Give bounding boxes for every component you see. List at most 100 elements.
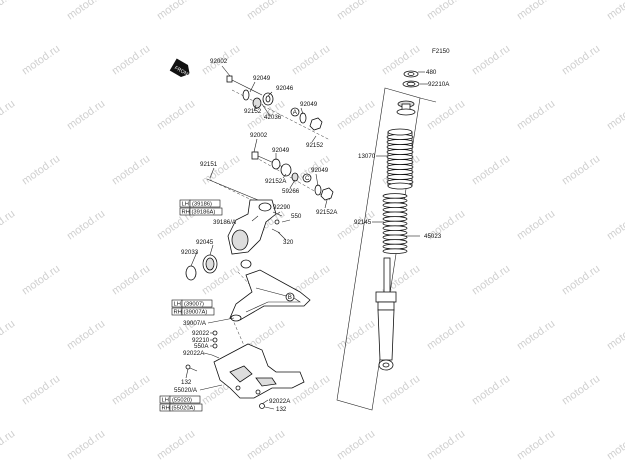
watermark-text: motod.ru xyxy=(0,428,17,463)
svg-text:LH: LH xyxy=(174,302,181,308)
watermark-text: motod.ru xyxy=(65,318,107,353)
watermark-text: motod.ru xyxy=(65,208,107,243)
watermark-text: motod.ru xyxy=(65,98,107,133)
watermark-text: motod.ru xyxy=(605,0,625,22)
shock-body-45023 xyxy=(375,257,397,371)
boot-rib xyxy=(386,174,414,180)
bushing-92046 xyxy=(262,92,274,106)
callout-c: C xyxy=(302,173,312,183)
label-39186A: 39186/A xyxy=(213,219,237,226)
boot-rib xyxy=(386,169,414,175)
shock-upper-mount xyxy=(396,100,416,116)
label-132-a: 132 xyxy=(181,379,192,386)
watermark-text: motod.ru xyxy=(425,428,467,463)
arm-hardware xyxy=(211,330,220,359)
bearing-92045 xyxy=(202,254,218,274)
label-92002-mid: 92002 xyxy=(250,132,268,139)
label-92152A-a: 92152A xyxy=(265,178,287,185)
spring-coil xyxy=(382,193,408,199)
label-45023: 45023 xyxy=(424,233,442,240)
svg-text:(39007A): (39007A) xyxy=(184,310,208,316)
shock-frame xyxy=(336,87,437,411)
watermark-text: motod.ru xyxy=(0,0,17,22)
spring-coil xyxy=(382,225,408,232)
svg-text:(39186): (39186) xyxy=(192,202,212,208)
watermark-text: motod.ru xyxy=(110,153,152,188)
watermark-text: motod.ru xyxy=(335,428,377,463)
label-39007A: 39007/A xyxy=(183,320,207,327)
watermark-text: motod.ru xyxy=(0,208,17,243)
ring-92033 xyxy=(185,265,197,281)
label-92152-a: 92152 xyxy=(244,108,262,115)
coil-spring-92145 xyxy=(382,193,408,255)
label-92045: 92045 xyxy=(196,239,214,246)
svg-text:RH: RH xyxy=(162,406,170,412)
bolt-92151 xyxy=(206,178,259,201)
svg-text:B: B xyxy=(288,294,292,301)
skid-plate xyxy=(213,343,305,399)
watermark-text: motod.ru xyxy=(515,0,557,22)
label-92022: 92022 xyxy=(192,330,210,337)
watermark-text: motod.ru xyxy=(245,428,287,463)
label-92022A-b: 92022A xyxy=(269,398,291,405)
watermark-text: motod.ru xyxy=(200,153,242,188)
watermark-text: motod.ru xyxy=(110,263,152,298)
label-92049-d: 92049 xyxy=(311,167,329,174)
label-92151: 92151 xyxy=(200,161,218,168)
boot-rib xyxy=(386,159,414,165)
watermark-text: motod.ru xyxy=(290,43,332,78)
svg-text:C: C xyxy=(305,175,310,182)
watermark-text: motod.ru xyxy=(65,0,107,22)
bolt-132-b xyxy=(259,403,265,409)
watermark-text: motod.ru xyxy=(20,43,62,78)
watermark-text: motod.ru xyxy=(425,98,467,133)
svg-text:(39186A): (39186A) xyxy=(192,210,216,216)
watermark-text: motod.ru xyxy=(470,153,512,188)
watermark-text: motod.ru xyxy=(605,428,625,463)
label-13070: 13070 xyxy=(358,153,376,160)
label-92033: 92033 xyxy=(181,249,199,256)
leader-lines-shock xyxy=(372,155,420,237)
svg-text:LH: LH xyxy=(182,202,189,208)
watermark-text: motod.ru xyxy=(515,98,557,133)
boot-rib xyxy=(386,144,414,150)
watermark-text: motod.ru xyxy=(560,263,602,298)
watermark-text: motod.ru xyxy=(335,0,377,22)
watermark-text: motod.ru xyxy=(110,43,152,78)
spring-coil xyxy=(382,202,408,209)
watermark-text: motod.ru xyxy=(20,263,62,298)
boot-rib xyxy=(386,164,414,170)
washer-92049-upper xyxy=(242,89,307,124)
spring-coil xyxy=(382,220,408,227)
box-guard: LH (55020) RH (55020A) xyxy=(159,395,203,412)
svg-text:A: A xyxy=(293,109,298,116)
svg-text:RH: RH xyxy=(182,210,190,216)
watermark-text: motod.ru xyxy=(470,43,512,78)
svg-text:(39007): (39007) xyxy=(184,302,204,308)
svg-text:(55020A): (55020A) xyxy=(172,406,196,412)
watermark-text: motod.ru xyxy=(155,98,197,133)
watermark-text: motod.ru xyxy=(515,428,557,463)
nut-92152-upper xyxy=(309,117,323,131)
watermark-text: motod.ru xyxy=(0,318,17,353)
watermark-text: motod.ru xyxy=(245,0,287,22)
watermark-text: motod.ru xyxy=(20,373,62,408)
label-92152A-b: 92152A xyxy=(316,209,338,216)
spring-coil xyxy=(382,197,408,204)
label-480: 480 xyxy=(426,69,437,76)
boot-rib xyxy=(386,149,414,155)
box-knuckle: LH (39186) RH (39186A) xyxy=(179,199,223,216)
spring-coil xyxy=(382,234,408,241)
label-92290: 92290 xyxy=(273,204,291,211)
watermark-text: motod.ru xyxy=(560,373,602,408)
watermark-text: motod.ru xyxy=(470,263,512,298)
callout-a: A xyxy=(290,107,300,117)
nut-92152A xyxy=(320,187,334,201)
svg-text:LH: LH xyxy=(162,398,169,404)
shock-top-cap-480 xyxy=(402,70,428,88)
label-92152-b: 92152 xyxy=(306,142,324,149)
spring-coil xyxy=(382,207,408,213)
watermark-text: motod.ru xyxy=(515,208,557,243)
